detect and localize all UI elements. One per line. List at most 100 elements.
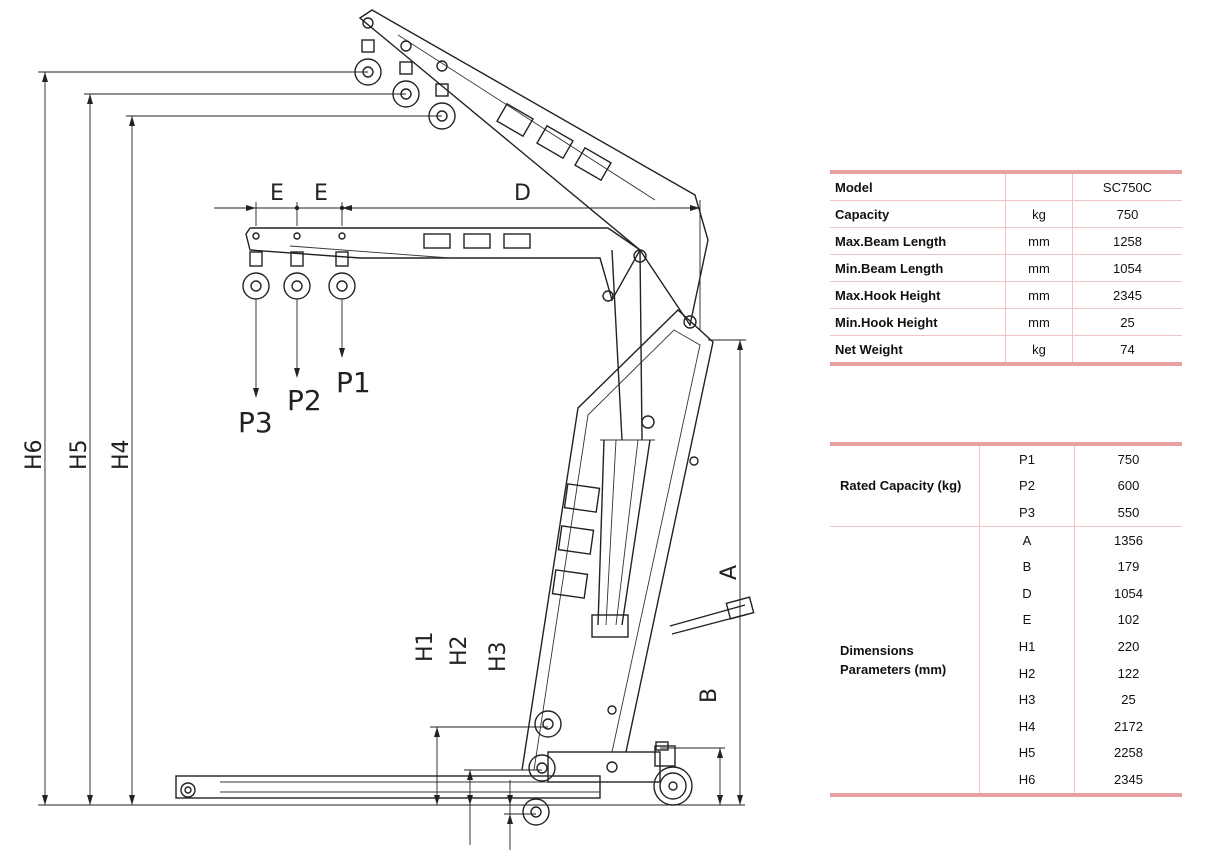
spec-unit: mm bbox=[1005, 227, 1073, 255]
spec-row: Max.Beam Length mm 1258 bbox=[830, 227, 1182, 255]
param-row: H6 2345 bbox=[830, 766, 1182, 795]
param-symbol: P1 bbox=[979, 444, 1075, 473]
label-h2: H2 bbox=[447, 635, 472, 666]
spec-unit: mm bbox=[1005, 254, 1073, 282]
crane-mast bbox=[521, 309, 714, 771]
spec-label: Min.Hook Height bbox=[830, 308, 1006, 336]
label-p2: P2 bbox=[287, 384, 322, 417]
param-row: H3 25 bbox=[830, 686, 1182, 713]
param-value: 1356 bbox=[1074, 525, 1182, 554]
param-row: H1 220 bbox=[830, 633, 1182, 660]
load-arrow-p2: P2 bbox=[287, 300, 322, 417]
label-h1: H1 bbox=[413, 631, 438, 662]
hook-horizontal-3 bbox=[242, 251, 270, 300]
spec-unit: mm bbox=[1005, 308, 1073, 336]
param-symbol: H6 bbox=[979, 766, 1075, 795]
label-d: D bbox=[514, 181, 531, 206]
crane-diagram: P1 P2 P3 E E D H6 H5 bbox=[22, 9, 755, 850]
param-row: D 1054 bbox=[830, 579, 1182, 607]
crane-base bbox=[175, 751, 661, 799]
label-h6: H6 bbox=[22, 439, 47, 470]
param-value: 2345 bbox=[1114, 771, 1143, 787]
param-symbol: H1 bbox=[979, 633, 1075, 660]
param-symbol: D bbox=[979, 579, 1075, 607]
spec-model-unit bbox=[1005, 172, 1073, 201]
dimensions-label: Dimensions Parameters (mm) bbox=[830, 525, 980, 795]
param-value: 179 bbox=[1117, 559, 1140, 575]
spec-row: Capacity kg 750 bbox=[830, 200, 1182, 228]
param-value: 550 bbox=[1117, 504, 1140, 520]
spec-model-value: SC750C bbox=[1072, 172, 1182, 201]
spec-value: 25 bbox=[1072, 308, 1182, 336]
param-row: E 102 bbox=[830, 606, 1182, 634]
param-symbol: A bbox=[979, 525, 1075, 554]
param-row: Dimensions Parameters (mm) A 1356 bbox=[830, 525, 1182, 795]
hydraulic-ram bbox=[591, 249, 651, 638]
param-row: B 179 bbox=[830, 553, 1182, 580]
dim-h3: H3 bbox=[486, 641, 536, 850]
param-value: 1054 bbox=[1114, 585, 1143, 601]
spec-label: Capacity bbox=[830, 200, 1006, 228]
hook-horizontal-1 bbox=[328, 251, 356, 300]
param-symbol: H2 bbox=[979, 659, 1075, 687]
spec-value: 1258 bbox=[1072, 227, 1182, 255]
param-value: 220 bbox=[1117, 638, 1140, 654]
hook-low-2 bbox=[528, 754, 556, 782]
dim-b: B bbox=[660, 688, 725, 805]
param-row: H2 122 bbox=[830, 659, 1182, 687]
spec-unit: mm bbox=[1005, 281, 1073, 309]
param-symbol: E bbox=[979, 606, 1075, 634]
param-row: H4 2172 bbox=[830, 712, 1182, 740]
spec-label: Min.Beam Length bbox=[830, 254, 1006, 282]
spec-label: Max.Hook Height bbox=[830, 281, 1006, 309]
hook-horizontal-2 bbox=[283, 251, 311, 300]
spec-row: Min.Hook Height mm 25 bbox=[830, 308, 1182, 336]
dim-h4: H4 bbox=[109, 115, 442, 805]
param-value: 750 bbox=[1117, 451, 1140, 467]
load-arrow-p3: P3 bbox=[238, 300, 273, 439]
spec-label: Net Weight bbox=[835, 341, 903, 357]
hook-raised-1 bbox=[354, 39, 382, 86]
param-row: Rated Capacity (kg) P1 750 bbox=[830, 444, 1182, 527]
param-row: P2 600 bbox=[830, 472, 1182, 500]
spec-header-row: Model SC750C bbox=[830, 172, 1182, 201]
spec-row: Min.Beam Length mm 1054 bbox=[830, 254, 1182, 282]
spec-value: 74 bbox=[1120, 341, 1135, 357]
param-value: 600 bbox=[1117, 478, 1140, 494]
dim-h1: H1 bbox=[413, 631, 548, 805]
param-value: 2172 bbox=[1114, 718, 1143, 734]
label-p3: P3 bbox=[238, 406, 273, 439]
dim-a: A bbox=[708, 339, 746, 805]
param-value: 25 bbox=[1121, 692, 1136, 708]
param-value: 122 bbox=[1117, 665, 1140, 681]
spec-row: Max.Hook Height mm 2345 bbox=[830, 281, 1182, 309]
spec-value: 750 bbox=[1072, 200, 1182, 228]
spec-value: 1054 bbox=[1072, 254, 1182, 282]
param-symbol: P3 bbox=[979, 499, 1075, 527]
spec-unit: kg bbox=[1005, 200, 1073, 228]
param-symbol: H5 bbox=[979, 739, 1075, 767]
label-e-2: E bbox=[314, 181, 328, 206]
param-table: Rated Capacity (kg) P1 750 P2 600 P3 550… bbox=[830, 442, 1182, 797]
param-value: 102 bbox=[1117, 612, 1140, 628]
hook-raised-3 bbox=[428, 83, 456, 130]
param-value: 2258 bbox=[1114, 745, 1143, 761]
spec-table: Model SC750C Capacity kg 750 Max.Beam Le… bbox=[830, 170, 1182, 366]
load-arrow-p1: P1 bbox=[336, 300, 371, 399]
boom-horizontal bbox=[245, 227, 647, 302]
param-symbol: B bbox=[979, 553, 1075, 580]
param-symbol: P2 bbox=[979, 472, 1075, 500]
param-symbol: H4 bbox=[979, 712, 1075, 740]
dim-h5: H5 bbox=[67, 93, 406, 805]
label-h3: H3 bbox=[486, 641, 511, 672]
spec-value: 2345 bbox=[1072, 281, 1182, 309]
hook-low-3 bbox=[522, 798, 550, 826]
dim-h2: H2 bbox=[447, 635, 542, 845]
dim-h6: H6 bbox=[22, 71, 368, 805]
label-e-1: E bbox=[270, 181, 284, 206]
label-p1: P1 bbox=[336, 366, 371, 399]
param-symbol: H3 bbox=[979, 686, 1075, 713]
spec-row: Net Weight kg 74 bbox=[830, 335, 1182, 364]
param-row: P3 550 bbox=[830, 499, 1182, 527]
label-b: B bbox=[697, 688, 722, 703]
